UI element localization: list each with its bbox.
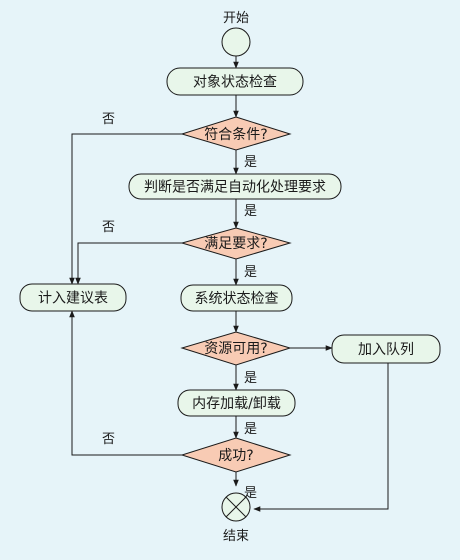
box-system-status-check — [180, 284, 293, 312]
box-check-object-status — [166, 67, 304, 96]
no-label-requirements: 否 — [102, 220, 115, 235]
edge-labels: 是 是 是 是 是 是 否 否 否 — [102, 112, 257, 501]
diamond-resources-available — [180, 331, 292, 366]
node-check-object-status: 对象状态检查 — [166, 67, 304, 96]
end-label: 结束 — [223, 529, 249, 544]
edge-requirements-no-to-suggest — [75, 242, 182, 285]
label-check-object-status: 对象状态检查 — [193, 75, 277, 91]
edge-meets-no-to-suggest — [69, 133, 182, 285]
connectors — [69, 56, 389, 512]
label-meets-conditions: 符合条件? — [204, 126, 267, 143]
start-circle — [221, 27, 251, 57]
no-label-meets: 否 — [102, 112, 115, 127]
box-add-to-queue — [331, 334, 441, 364]
decision-success: 成功? — [180, 437, 292, 473]
yes-label-judge: 是 — [244, 204, 257, 219]
label-meets-requirements: 满足要求? — [204, 236, 267, 252]
box-judge-auto-processing — [128, 173, 342, 200]
yes-label-resources: 是 — [244, 371, 257, 386]
label-add-to-queue: 加入队列 — [358, 342, 414, 358]
diamond-meets-conditions — [180, 116, 292, 151]
label-record-suggestion-table: 计入建议表 — [38, 291, 108, 307]
diamond-success — [180, 437, 292, 473]
edge-queue-to-end — [253, 363, 389, 512]
node-system-status-check: 系统状态检查 — [180, 284, 293, 312]
yes-label-memory: 是 — [244, 422, 257, 437]
label-success: 成功? — [218, 448, 253, 464]
node-add-to-queue: 加入队列 — [331, 334, 441, 364]
node-memory-load-unload: 内存加载/卸载 — [177, 389, 296, 417]
label-judge-auto-processing: 判断是否满足自动化处理要求 — [144, 180, 326, 196]
label-memory-load-unload: 内存加载/卸载 — [192, 396, 281, 412]
end-node: 结束 — [221, 492, 251, 544]
yes-label-requirements: 是 — [244, 265, 257, 280]
node-judge-auto-processing: 判断是否满足自动化处理要求 — [128, 173, 342, 200]
edge-success-no-to-suggest — [69, 310, 182, 456]
decision-resources-available: 资源可用? — [180, 331, 292, 366]
diamond-meets-requirements — [180, 227, 292, 260]
no-label-success: 否 — [102, 432, 115, 447]
label-system-status-check: 系统状态检查 — [195, 291, 279, 307]
node-record-suggestion-table: 计入建议表 — [19, 283, 127, 312]
start-label: 开始 — [223, 11, 249, 26]
box-record-suggestion-table — [19, 283, 127, 312]
decision-meets-conditions: 符合条件? — [180, 116, 292, 151]
yes-label-meets: 是 — [244, 155, 257, 170]
decision-meets-requirements: 满足要求? — [180, 227, 292, 260]
yes-label-success: 是 — [244, 486, 257, 501]
start-node: 开始 — [221, 11, 251, 57]
label-resources-available: 资源可用? — [204, 341, 267, 357]
box-memory-load-unload — [177, 389, 296, 417]
end-cross-2 — [225, 496, 247, 518]
